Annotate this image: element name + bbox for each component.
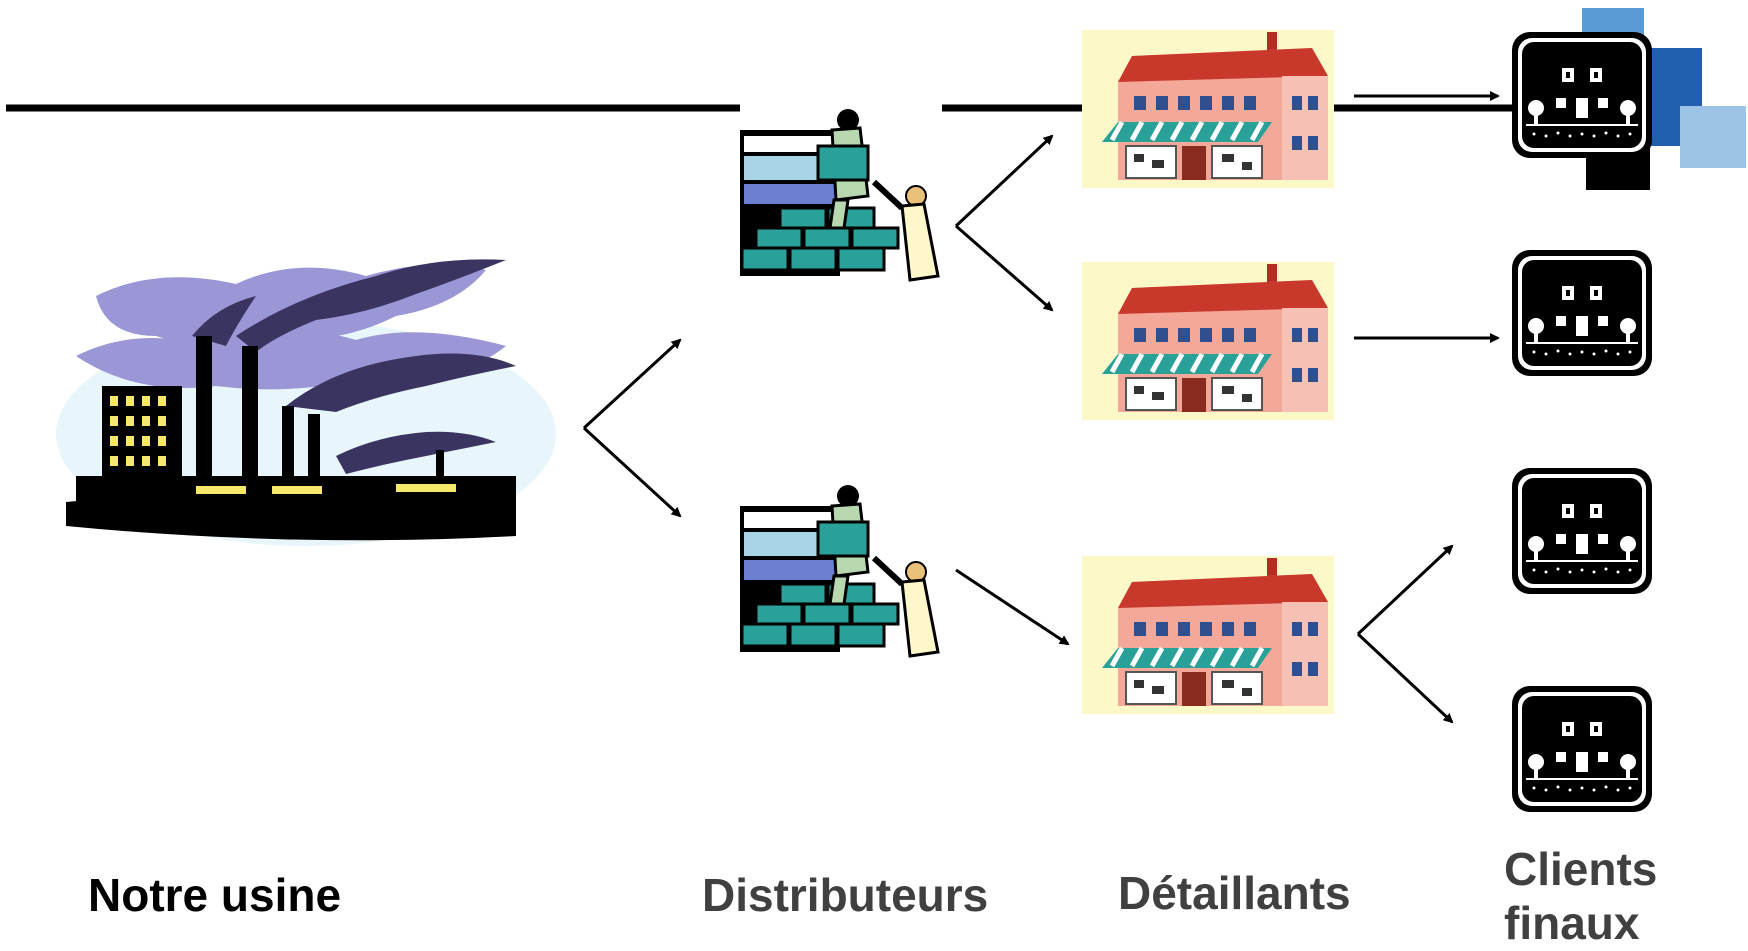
house-icon [1512, 250, 1652, 376]
storefront-icon [1082, 262, 1334, 420]
arrow-distributor2-to-retailer3 [955, 568, 1070, 646]
storefront-icon [1082, 30, 1334, 188]
arrow-distributor1-to-retailer2 [955, 224, 1054, 312]
house-icon [1512, 686, 1652, 812]
arrow-retailer3-to-client4 [1356, 632, 1454, 724]
factory-icon [56, 259, 556, 546]
storefront-icon [1082, 556, 1334, 714]
worker-stacking-boxes-icon [740, 109, 938, 280]
arrow-distributor1-to-retailer1 [954, 134, 1054, 228]
clients-label: Clients finaux [1504, 843, 1658, 949]
retailers-label: Détaillants [1118, 867, 1351, 919]
arrow-factory-to-distributor-2 [582, 426, 682, 518]
arrow-retailer3-to-client3 [1356, 544, 1454, 636]
worker-stacking-boxes-icon [740, 485, 938, 656]
arrow-factory-to-distributor-1 [582, 338, 682, 430]
accent-square-pale [1680, 106, 1746, 168]
house-icon [1512, 468, 1652, 594]
distributors-label: Distributeurs [702, 869, 989, 921]
house-with-shadow [1512, 32, 1652, 190]
house-icon [1512, 32, 1652, 158]
factory-label: Notre usine [88, 869, 342, 921]
